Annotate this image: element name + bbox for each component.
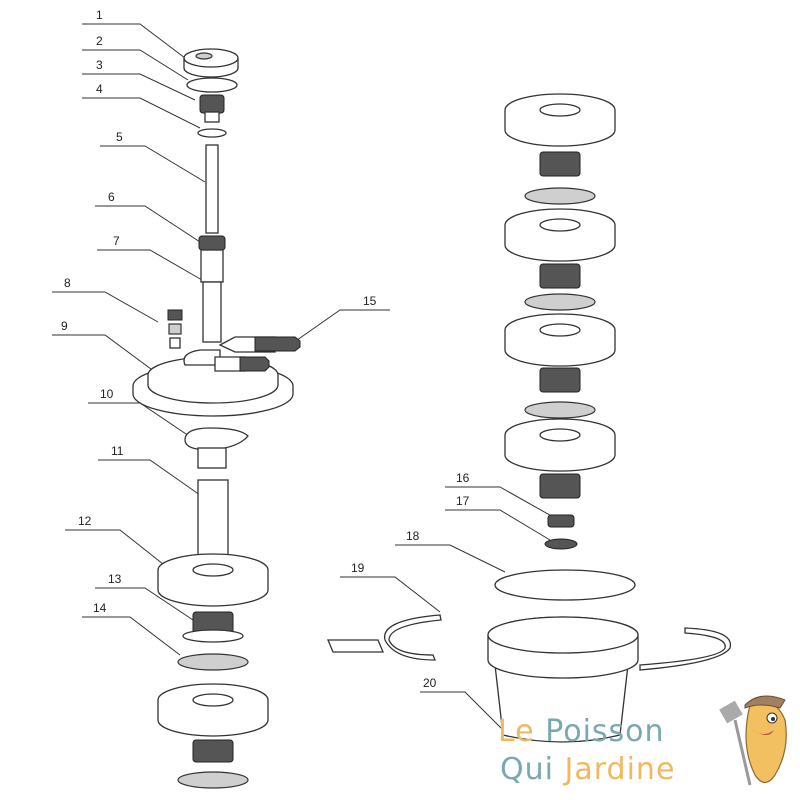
callout-7: 7 xyxy=(113,234,120,248)
callout-13: 13 xyxy=(108,572,122,586)
part-nut xyxy=(198,235,226,251)
part-knob xyxy=(199,94,225,123)
part-washer xyxy=(197,128,227,138)
part-tube xyxy=(202,281,222,343)
part-sponge-lower xyxy=(157,683,269,737)
part-ring-lower xyxy=(177,771,249,789)
callout-12: 12 xyxy=(78,514,92,528)
part-clamp xyxy=(327,614,732,671)
callout-2: 2 xyxy=(96,34,103,48)
callout-3: 3 xyxy=(96,58,103,72)
callout-10: 10 xyxy=(100,387,114,401)
part-shaft xyxy=(205,144,219,234)
callout-16: 16 xyxy=(456,471,470,485)
callout-8: 8 xyxy=(64,276,71,290)
part-o-ring xyxy=(186,77,238,93)
logo-word-qui: Qui xyxy=(500,752,554,787)
part-impeller xyxy=(544,538,578,550)
fish-mascot-logo xyxy=(719,695,787,786)
callout-4: 4 xyxy=(96,82,103,96)
callout-20: 20 xyxy=(423,676,437,690)
callout-1: 1 xyxy=(96,8,103,22)
part-ring xyxy=(177,653,249,671)
part-basket-lower xyxy=(192,739,234,763)
callout-19: 19 xyxy=(351,561,365,575)
logo-line-2: Qui Jardine xyxy=(500,752,675,787)
right-assembly xyxy=(327,93,732,743)
callout-numbers: 1 2 3 4 5 6 7 8 9 10 11 12 13 14 15 16 1… xyxy=(61,8,470,690)
part-bearing xyxy=(547,514,575,528)
logo-line-1: Le Poisson xyxy=(498,714,665,749)
part-bucket xyxy=(487,616,639,743)
part-adapter xyxy=(184,427,249,469)
logo-word-le: Le xyxy=(498,714,535,749)
callout-5: 5 xyxy=(116,130,123,144)
callout-14: 14 xyxy=(93,601,107,615)
part-fitting xyxy=(167,309,183,349)
sponge-stack xyxy=(504,93,616,499)
part-sleeve xyxy=(200,249,224,283)
part-sponge xyxy=(157,553,269,607)
logo-word-jardine: Jardine xyxy=(564,752,676,787)
callout-6: 6 xyxy=(108,190,115,204)
callout-15: 15 xyxy=(363,294,377,308)
callout-18: 18 xyxy=(406,529,420,543)
logo-word-poisson: Poisson xyxy=(545,714,665,749)
left-assembly xyxy=(132,48,301,789)
part-lid xyxy=(132,336,301,417)
callout-17: 17 xyxy=(456,494,470,508)
callout-lines xyxy=(52,23,556,733)
part-basket xyxy=(182,611,244,643)
part-seal xyxy=(494,569,636,601)
callout-9: 9 xyxy=(61,319,68,333)
callout-11: 11 xyxy=(111,444,124,458)
part-cap xyxy=(183,48,239,78)
